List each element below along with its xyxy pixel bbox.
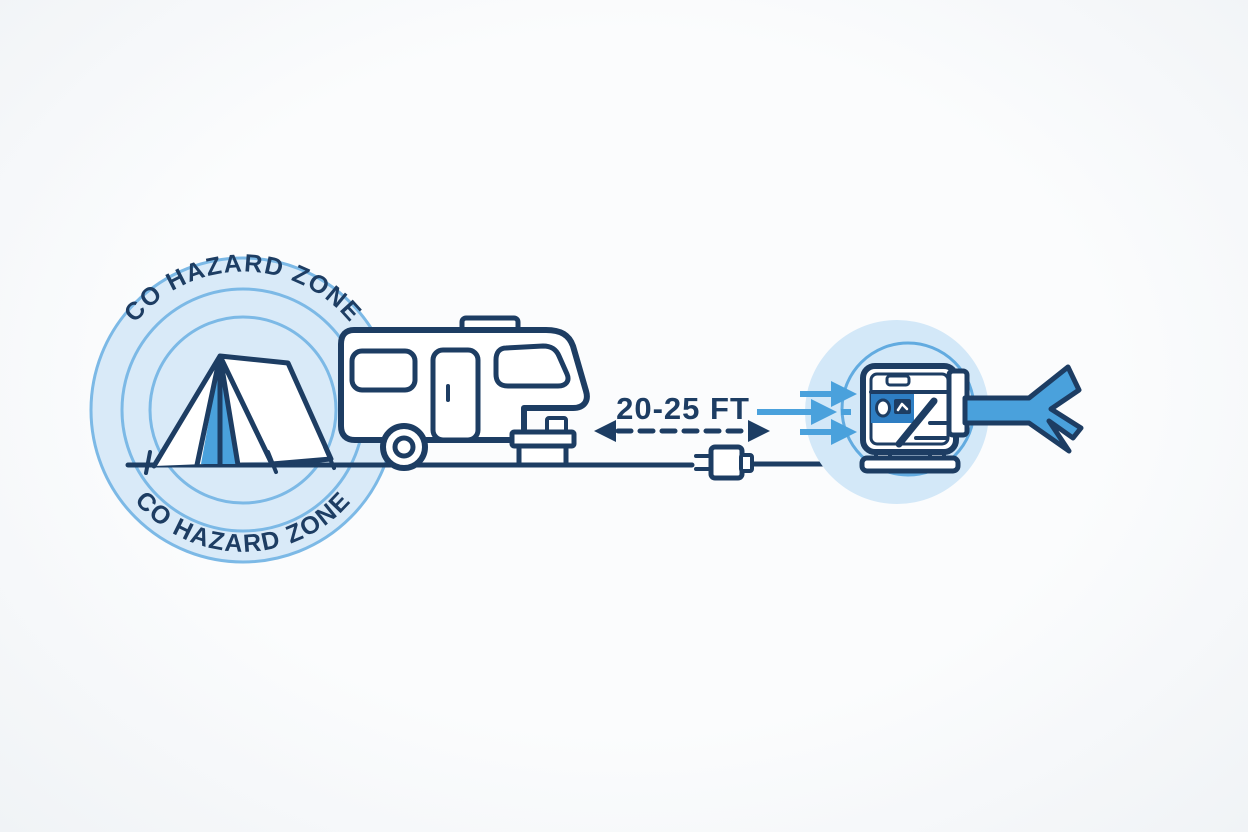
tent-icon [144, 353, 336, 475]
generator-display [894, 399, 911, 414]
camper-door [430, 347, 481, 443]
tent-stake-ticks [144, 445, 336, 475]
generator-base [859, 455, 961, 474]
exhaust-blast-shape [962, 364, 1084, 454]
camper-window-rear [349, 348, 418, 393]
camper-trailer-icon [338, 315, 590, 471]
distance-annotation: 20-25 FT [594, 391, 770, 442]
tent-frame-lines [151, 353, 334, 469]
hazard-zone-ring-inner [148, 315, 338, 505]
airflow-arrow-bottom-head [831, 419, 857, 445]
airflow-arrows-icon [757, 381, 857, 445]
generator-display-mark [896, 402, 909, 412]
distance-label: 20-25 FT [616, 391, 750, 426]
camper-step-pedestal [516, 443, 569, 468]
exhaust-blast-icon [946, 364, 1084, 454]
generator-detail-lines [914, 421, 948, 440]
distance-arrow-head-right [748, 420, 770, 442]
camper-wheel-hub [392, 435, 416, 459]
generator-icon [859, 363, 961, 474]
plug-nub [739, 453, 754, 473]
plug-body [708, 444, 745, 481]
tent-body [154, 356, 331, 466]
airflow-arrow-top-head [831, 381, 857, 407]
airflow-arrow-middle-head [811, 399, 837, 425]
double-headed-arrow-icon [594, 420, 770, 442]
generator-handle [885, 374, 911, 387]
generator-swoosh [895, 397, 938, 448]
camper-window-front [493, 343, 571, 389]
power-plug-icon [694, 444, 754, 481]
generator-outlet [875, 398, 891, 418]
distance-arrow-head-left [594, 420, 616, 442]
